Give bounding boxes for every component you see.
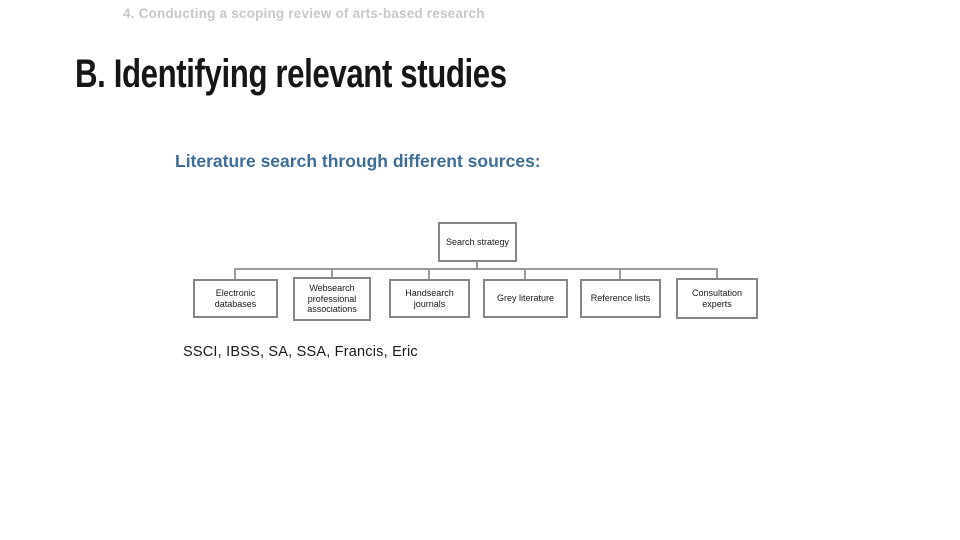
connector-drop-5 — [619, 268, 621, 280]
box-electronic-databases: Electronic databases — [193, 279, 278, 318]
connector-drop-6 — [716, 268, 718, 280]
page-title: B. Identifying relevant studies — [75, 52, 507, 96]
connector-drop-2 — [331, 268, 333, 280]
databases-note: SSCI, IBSS, SA, SSA, Francis, Eric — [183, 344, 418, 360]
connector-drop-3 — [428, 268, 430, 280]
box-handsearch-journals: Handsearch journals — [389, 279, 470, 318]
slide-header: 4. Conducting a scoping review of arts-b… — [123, 6, 485, 21]
connector-drop-4 — [524, 268, 526, 280]
box-consultation-experts: Consultation experts — [676, 278, 758, 319]
subtitle: Literature search through different sour… — [175, 151, 541, 171]
connector-drop-1 — [234, 268, 236, 280]
box-websearch-professional-associations: Websearch professional associations — [293, 277, 371, 321]
connector-stem — [476, 261, 478, 269]
box-reference-lists: Reference lists — [580, 279, 661, 318]
box-search-strategy: Search strategy — [438, 222, 517, 262]
box-grey-literature: Grey literature — [483, 279, 568, 318]
connector-horizontal — [234, 268, 718, 270]
